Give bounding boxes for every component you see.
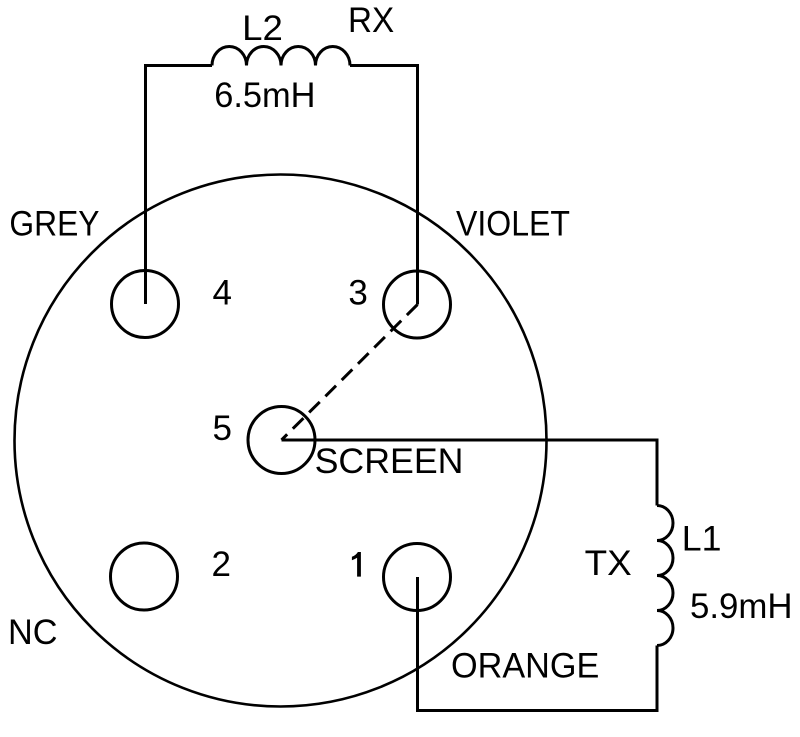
svg-text:GREY: GREY <box>9 205 99 244</box>
svg-text:5.9mH: 5.9mH <box>690 587 793 626</box>
svg-text:RX: RX <box>348 1 394 40</box>
svg-text:3: 3 <box>348 273 367 312</box>
svg-text:VIOLET: VIOLET <box>456 205 570 244</box>
svg-text:SCREEN: SCREEN <box>315 442 464 481</box>
svg-text:4: 4 <box>213 273 232 312</box>
svg-text:L2: L2 <box>242 9 283 48</box>
svg-text:TX: TX <box>585 544 632 583</box>
svg-text:5: 5 <box>213 409 232 448</box>
svg-text:2: 2 <box>212 545 231 584</box>
svg-text:NC: NC <box>8 613 58 652</box>
svg-text:6.5mH: 6.5mH <box>214 76 315 115</box>
svg-text:L1: L1 <box>682 520 722 559</box>
svg-text:ORANGE: ORANGE <box>451 646 599 685</box>
